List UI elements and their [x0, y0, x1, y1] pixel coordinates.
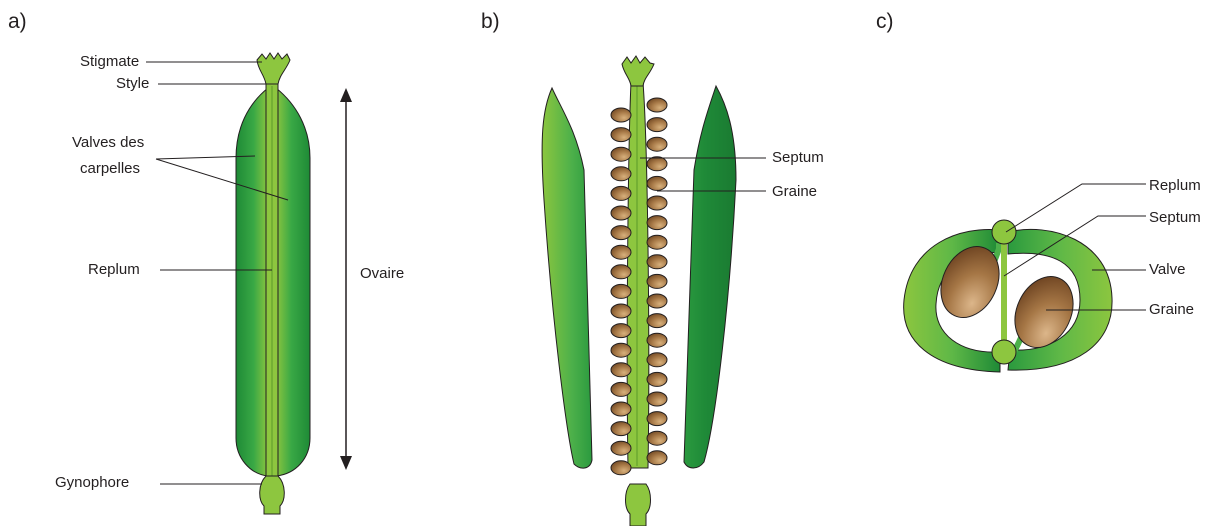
- seed-left-col: [611, 167, 631, 181]
- replum-node-bottom: [992, 340, 1016, 364]
- seed-left-col: [611, 206, 631, 220]
- label-valves-2: carpelles: [80, 160, 140, 177]
- seed-right-col: [647, 314, 667, 328]
- panel-label-c: c): [876, 10, 894, 33]
- valve-left-open: [542, 88, 592, 468]
- gynophore-shape: [260, 476, 285, 514]
- label-style: Style: [116, 75, 149, 92]
- seed-left-col: [611, 382, 631, 396]
- septum-bar: [1001, 242, 1007, 352]
- seed-left-col: [611, 128, 631, 142]
- seed-left-col: [611, 147, 631, 161]
- seed-left-col: [611, 284, 631, 298]
- panel-c-section: [904, 220, 1112, 372]
- seed-right-col: [647, 98, 667, 112]
- seed-left-col: [611, 343, 631, 357]
- label-valves-1: Valves des: [72, 134, 144, 151]
- valve-right-open: [684, 86, 736, 468]
- stigmate-shape-b: [622, 56, 654, 86]
- seed-left-col: [611, 226, 631, 240]
- label-graine-c: Graine: [1149, 301, 1194, 318]
- panel-label-b: b): [481, 10, 500, 33]
- seed-right-col: [647, 333, 667, 347]
- label-septum-b: Septum: [772, 149, 824, 166]
- seed-right-col: [647, 294, 667, 308]
- label-stigmate: Stigmate: [80, 53, 139, 70]
- seed-right-col: [647, 118, 667, 132]
- replum-node-top: [992, 220, 1016, 244]
- seed-right-col: [647, 451, 667, 465]
- seed-left-col: [611, 265, 631, 279]
- seed-left-col: [611, 245, 631, 259]
- gynophore-shape-b: [626, 484, 651, 526]
- seed-right-col: [647, 392, 667, 406]
- seed-right-col: [647, 196, 667, 210]
- seed-right-col: [647, 274, 667, 288]
- panel-a-fruit: [236, 53, 310, 514]
- panel-b-fruit: [542, 56, 736, 526]
- label-replum-a: Replum: [88, 261, 140, 278]
- ovaire-arrow: [340, 88, 352, 470]
- seed-left-col: [611, 108, 631, 122]
- label-graine-b: Graine: [772, 183, 817, 200]
- seed-right-col: [647, 372, 667, 386]
- label-septum-c: Septum: [1149, 209, 1201, 226]
- left-valve: [236, 88, 268, 476]
- seed-right-col: [647, 216, 667, 230]
- right-valve: [276, 88, 310, 476]
- seed-left-col: [611, 461, 631, 475]
- panel-label-a: a): [8, 10, 27, 33]
- seed-right-col: [647, 412, 667, 426]
- seed-left-col: [611, 422, 631, 436]
- seed-left-col: [611, 441, 631, 455]
- label-gynophore: Gynophore: [55, 474, 129, 491]
- seed-left-col: [611, 304, 631, 318]
- seed-left-col: [611, 363, 631, 377]
- seed-left-col: [611, 402, 631, 416]
- seed-right-col: [647, 353, 667, 367]
- label-replum-c: Replum: [1149, 177, 1201, 194]
- stigmate-shape: [257, 53, 290, 84]
- seed-right-col: [647, 255, 667, 269]
- seed-left-col: [611, 186, 631, 200]
- seed-right-col: [647, 157, 667, 171]
- seed-right-col: [647, 137, 667, 151]
- seed-right-col: [647, 431, 667, 445]
- label-valve-c: Valve: [1149, 261, 1185, 278]
- seed-left-col: [611, 324, 631, 338]
- seed-right-col: [647, 235, 667, 249]
- seed-right-col: [647, 176, 667, 190]
- label-ovaire: Ovaire: [360, 265, 404, 282]
